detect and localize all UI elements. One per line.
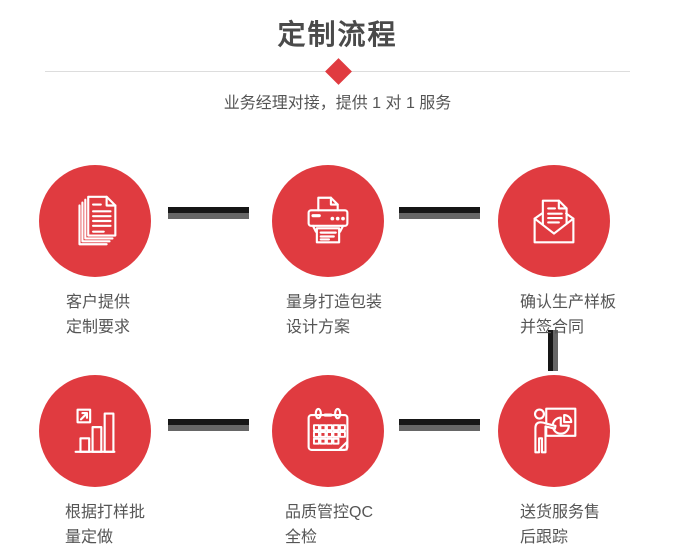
page-title: 定制流程 [277, 19, 398, 50]
step-label-4-line2: 量定做 [65, 529, 114, 546]
step-circle-4 [39, 375, 151, 487]
step-label-5-line1: 品质管控QC [285, 504, 374, 521]
step-circle-5 [272, 375, 384, 487]
presenter-icon [533, 407, 577, 454]
step-label-2-line2: 设计方案 [286, 319, 351, 336]
diamond-accent [325, 58, 352, 85]
step-circle-6 [498, 375, 610, 487]
step-label-3: 确认生产样板 并签合同 [520, 290, 616, 340]
documents-icon [78, 195, 117, 246]
step-label-1-line2: 定制要求 [66, 319, 131, 336]
subtitle: 业务经理对接，提供 1 对 1 服务 [223, 95, 452, 112]
connector-step3-step6 [548, 330, 558, 371]
step-label-3-line2: 并签合同 [520, 319, 585, 336]
step-label-4: 根据打样批 量定做 [65, 500, 145, 550]
step-label-2: 量身打造包装 设计方案 [286, 290, 382, 340]
calendar-icon [307, 407, 349, 451]
envelope-icon [533, 199, 575, 244]
step-label-5: 品质管控QC 全检 [285, 500, 373, 550]
step-label-5-line2: 全检 [285, 529, 318, 546]
step-label-6-line2: 后跟踪 [520, 529, 569, 546]
printer-icon [307, 196, 349, 244]
bar-chart-icon [74, 408, 116, 453]
step-circle-3 [498, 165, 610, 277]
step-label-6: 送货服务售 后跟踪 [520, 500, 600, 550]
step-label-3-line1: 确认生产样板 [520, 294, 617, 311]
step-circle-1 [39, 165, 151, 277]
connector-step2-step3 [399, 207, 480, 219]
step-label-2-line1: 量身打造包装 [286, 294, 383, 311]
step-label-1: 客户提供 定制要求 [66, 290, 130, 340]
step-label-1-line1: 客户提供 [66, 294, 131, 311]
step-label-6-line1: 送货服务售 [520, 504, 601, 521]
connector-step1-step2 [168, 207, 249, 219]
connector-step5-step6 [399, 419, 480, 431]
step-circle-2 [272, 165, 384, 277]
step-label-4-line1: 根据打样批 [65, 504, 146, 521]
connector-step4-step5 [168, 419, 249, 431]
